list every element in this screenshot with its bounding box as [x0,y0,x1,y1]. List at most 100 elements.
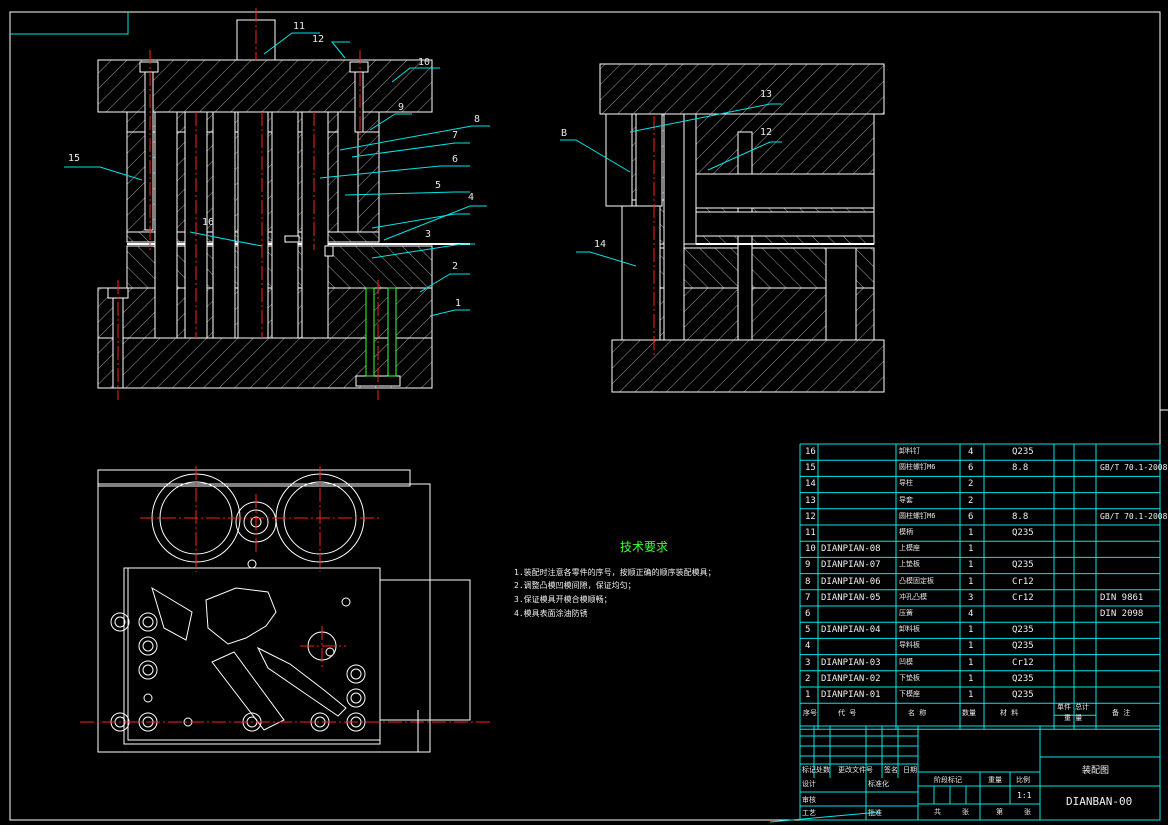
bom-row-13-qty: 2 [968,495,974,506]
bom-row-15-no: 15 [805,463,816,474]
bom-row-16-no: 16 [805,447,816,457]
bom-header-qty: 数量 [962,709,976,717]
bom-row-3-no: 3 [805,657,811,668]
bom-row-1-no: 1 [805,690,811,700]
bom-row-1-name: 下模座 [899,690,920,698]
tb-page: 张 [1024,808,1031,816]
bom-row-15-qty: 6 [968,463,974,474]
bom-row-5-qty: 1 [968,625,974,636]
bom-row-9-qty: 1 [968,560,974,571]
plan-centerlines [80,466,490,723]
bottom-leader [769,811,881,823]
label-14: 14 [594,239,607,250]
tb-sheet: 第 [996,808,1003,816]
label-3: 3 [425,229,432,240]
bom-header-weight: 重 量 [1064,714,1083,722]
bom-row-10-code: DIANPIAN-08 [821,544,881,555]
tb-std: 标准化 [868,780,889,788]
bom-row-12-qty: 6 [968,511,974,522]
label-4: 4 [468,192,475,203]
tb-scale-label: 比例 [1016,776,1030,784]
bom-row-8-qty: 1 [968,576,974,587]
tech-item-2: 2.调整凸模凹模间隙，保证均匀； [514,581,636,590]
bom-row-5-material: Q235 [1012,625,1034,636]
title-block-grid [799,725,1161,821]
bom-row-15-material: 8.8 [1012,463,1029,474]
bom-row-5-code: DIANPIAN-04 [821,625,881,636]
tech-item-4: 4.模具表面涂油防锈 [514,609,588,618]
bom-row-2-no: 2 [805,673,811,684]
bom-header-no: 序号 [803,709,817,717]
bom-row-9-code: DIANPIAN-07 [821,560,881,571]
bom-row-11-qty: 1 [968,528,974,538]
front-centerlines [117,8,379,400]
bom-row-2-code: DIANPIAN-02 [821,673,881,684]
bom-row-3-name: 凹模 [899,657,913,666]
bom-row-3-code: DIANPIAN-03 [821,657,881,668]
bom-row-14-no: 14 [805,479,816,490]
label-1: 1 [455,298,462,309]
bom-row-7-qty: 3 [968,592,974,603]
bom-header-name: 名 称 [908,709,927,717]
bom-row-15-name: 圆柱螺钉M6 [899,463,936,472]
bom-row-11-no: 11 [805,528,816,538]
bom-row-4-qty: 1 [968,641,974,652]
label-12: 12 [312,34,325,45]
label-2: 2 [452,261,459,272]
bom-row-3-qty: 1 [968,657,974,668]
tb-design: 设计 [802,780,816,788]
bom-row-10-name: 上模座 [899,544,920,553]
tb-stage: 阶段标记 [934,776,962,784]
bom-row-7-no: 7 [805,592,811,603]
bom-row-12-name: 圆柱螺钉M6 [899,511,936,520]
side-section-view [599,63,885,393]
label-10: 10 [418,57,431,68]
label-16: 16 [202,217,215,228]
bom-header-code: 代 号 [838,709,857,717]
bom-row-6-name: 压簧 [899,609,913,617]
side-leaders [560,103,782,267]
bom-row-9-no: 9 [805,560,811,571]
bom-row-6-no: 6 [805,609,811,619]
bom-row-13-name: 导套 [899,495,913,504]
tb-review: 审核 [802,796,816,804]
bom-row-5-no: 5 [805,625,811,636]
tb-change-doc: 更改文件号 [838,766,873,774]
drawing-number: DIANBAN-00 [1066,795,1133,808]
tb-approve: 批准 [868,809,882,817]
bom-header-note: 备 注 [1112,709,1131,717]
bom-row-8-material: Cr12 [1012,576,1034,587]
bom-row-4-no: 4 [805,641,811,652]
label-5: 5 [435,180,442,191]
bom-row-14-qty: 2 [968,479,974,490]
label-b: B [561,128,568,139]
bom-row-5-name: 卸料板 [899,625,920,634]
bom-row-11-name: 模柄 [899,528,913,536]
bom-row-1-code: DIANPIAN-01 [821,690,881,700]
corner-mark [10,12,129,35]
bom-header-material: 材 料 [1000,709,1019,717]
front-section-view [97,19,470,389]
bom-row-1-qty: 1 [968,690,974,700]
bom-row-12-material: 8.8 [1012,511,1029,522]
label-9: 9 [398,102,405,113]
bom-row-6-qty: 4 [968,609,974,619]
bom-row-2-name: 下垫板 [899,673,920,682]
label-13: 13 [760,89,773,100]
bom-row-4-material: Q235 [1012,641,1034,652]
bom-header-weight-total: 总计 [1075,703,1089,711]
label-15: 15 [68,153,81,164]
bom-table-grid [799,443,1161,730]
tech-item-1: 1.装配时注意各零件的序号，按顺正确的顺序装配模具； [514,568,716,577]
bom-row-8-name: 凸模固定板 [899,576,934,585]
bom-row-2-material: Q235 [1012,673,1034,684]
bom-row-14-name: 导柱 [899,479,913,488]
bom-row-10-no: 10 [805,544,816,555]
bom-row-7-note: DIN 9861 [1100,592,1144,603]
bom-row-16-material: Q235 [1012,447,1034,457]
bom-row-16-qty: 4 [968,447,974,457]
bom-row-2-qty: 1 [968,673,974,684]
bom-row-16-name: 卸料钉 [899,447,920,455]
label-8: 8 [474,114,481,125]
